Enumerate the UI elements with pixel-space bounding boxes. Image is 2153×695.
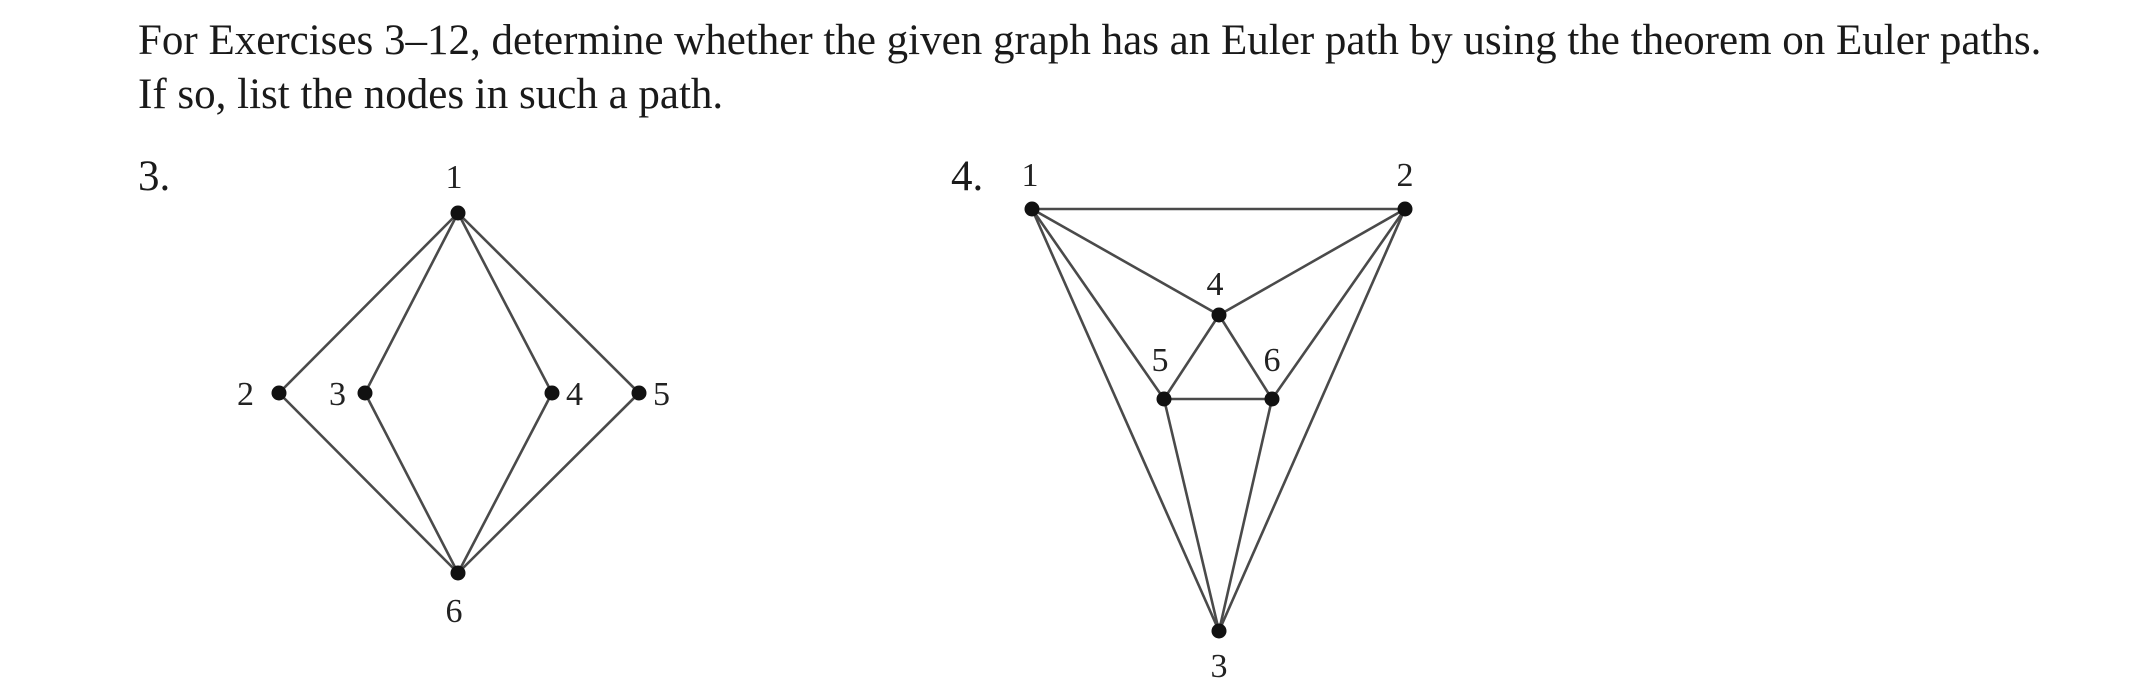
ex4-node-label-4: 4 (1207, 266, 1224, 303)
ex4-edge-1-4 (1031, 207, 1220, 317)
ex4-node-label-6: 6 (1264, 342, 1281, 379)
ex3-node-5 (631, 385, 647, 401)
ex4-edge-2-4 (1218, 207, 1406, 317)
instructions-line-2: If so, list the nodes in such a path. (138, 71, 724, 118)
ex4-edge-2-6 (1270, 208, 1407, 400)
ex3-node-label-5: 5 (653, 376, 670, 413)
ex3-node-label-1: 1 (446, 159, 463, 196)
ex3-node-label-6: 6 (446, 593, 463, 630)
exercise-instructions: For Exercises 3–12, determine whether th… (138, 14, 2138, 122)
ex4-edge-4-6 (1217, 314, 1274, 400)
exercise-3-number: 3. (138, 153, 171, 200)
ex4-edge-3-5 (1162, 398, 1221, 632)
ex3-node-label-3: 3 (329, 376, 346, 413)
exercise-4-number: 4. (951, 153, 984, 200)
ex3-edge-2-6 (278, 392, 459, 574)
ex4-node-label-2: 2 (1397, 157, 1414, 194)
ex3-edge-1-5 (457, 212, 640, 394)
ex4-node-label-5: 5 (1152, 342, 1169, 379)
ex4-node-2 (1397, 201, 1413, 217)
ex3-node-3 (357, 385, 373, 401)
ex4-node-4 (1211, 307, 1227, 323)
ex4-node-1 (1024, 201, 1040, 217)
ex3-edge-5-6 (457, 392, 640, 574)
ex4-node-5 (1156, 391, 1172, 407)
ex3-edge-1-3 (363, 212, 460, 394)
ex3-node-label-4: 4 (566, 376, 583, 413)
ex3-edge-1-4 (456, 212, 554, 394)
ex3-node-6 (450, 565, 466, 581)
ex4-edge-4-5 (1162, 314, 1221, 400)
ex4-edge-3-6 (1217, 398, 1274, 632)
ex3-edge-3-6 (363, 392, 460, 574)
ex4-node-label-3: 3 (1211, 648, 1228, 685)
ex4-edge-2-3 (1217, 208, 1407, 632)
ex4-edge-1-3 (1030, 208, 1221, 632)
ex3-node-2 (271, 385, 287, 401)
ex4-node-label-1: 1 (1022, 157, 1039, 194)
ex4-node-6 (1264, 391, 1280, 407)
ex3-edge-1-2 (278, 212, 459, 394)
ex3-node-label-2: 2 (237, 376, 254, 413)
ex4-node-3 (1211, 623, 1227, 639)
instructions-line-1: For Exercises 3–12, determine whether th… (138, 17, 2042, 64)
ex3-node-4 (544, 385, 560, 401)
ex3-node-1 (450, 205, 466, 221)
ex4-edge-1-5 (1030, 208, 1166, 400)
ex3-edge-4-6 (456, 392, 554, 574)
